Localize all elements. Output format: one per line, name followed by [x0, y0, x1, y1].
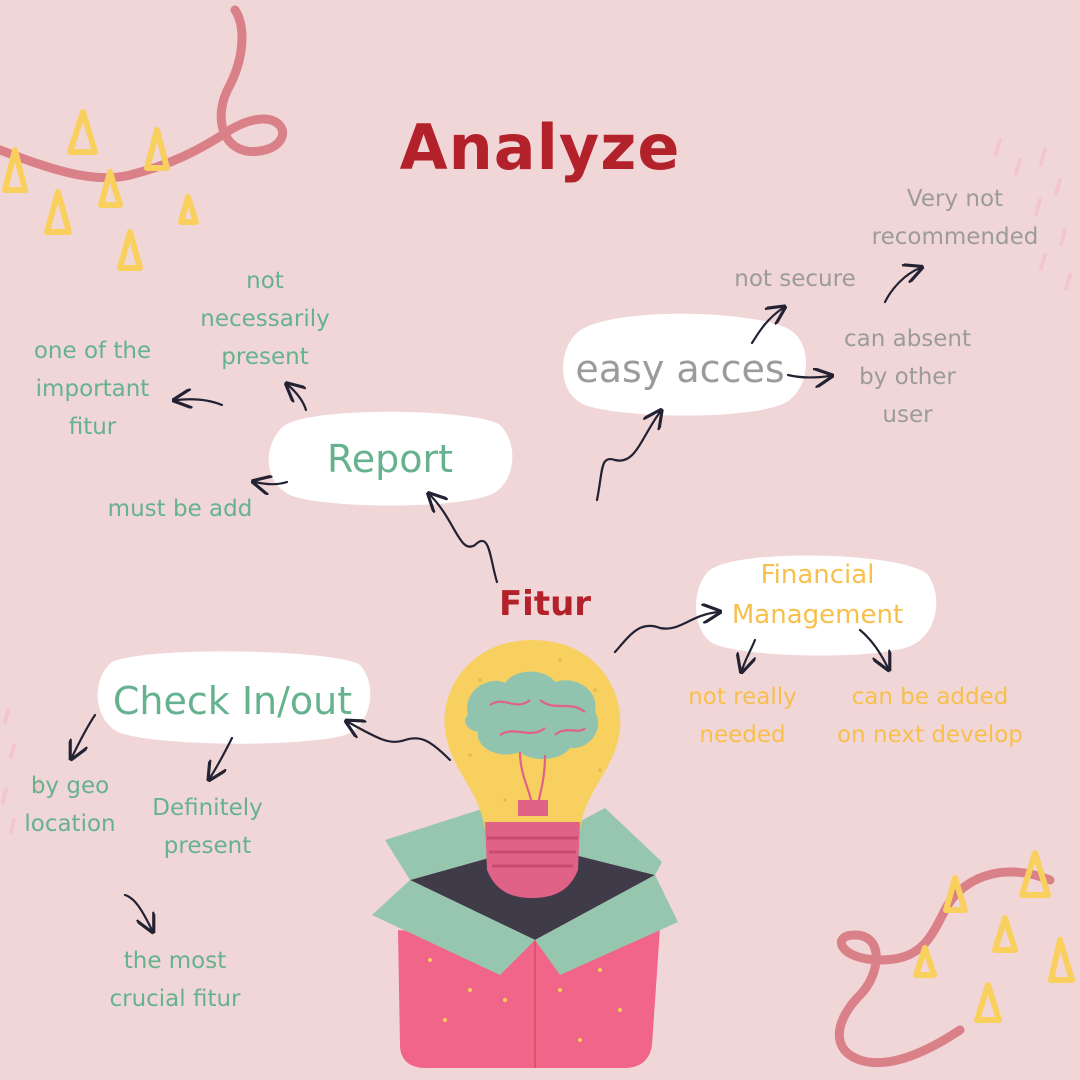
node-checkin-label: Check In/out [112, 679, 353, 723]
drop-decoration [2, 109, 199, 271]
bubble-financial [696, 555, 937, 656]
report-note-must-add: must be add [107, 496, 253, 522]
bubble-checkin [97, 651, 371, 744]
squiggle-top-left [0, 5, 288, 183]
bubble-report [268, 411, 513, 506]
financial-note-next-develop: can be added on next develop [837, 684, 1023, 748]
easy-acces-note-very-not-recommended: Very not recommended [871, 186, 1039, 250]
node-easy-acces-label: easy acces [575, 347, 785, 391]
easy-acces-note-not-secure: not secure [734, 266, 856, 292]
arrows [72, 268, 920, 930]
checkin-note-geo: by geo location [24, 773, 116, 837]
easy-acces-note-can-absent: can absent by other user [843, 326, 972, 428]
center-label: Fitur [498, 584, 592, 624]
lightbulb-brain-icon [444, 640, 621, 898]
drop-decoration [913, 850, 1075, 1023]
checkin-note-crucial: the most crucial fitur [109, 948, 241, 1012]
report-note-not-necessarily: not necessarily present [200, 268, 330, 370]
page-title: Analyze [399, 111, 681, 184]
financial-note-not-needed: not really needed [688, 684, 797, 748]
node-financial-label: Financial Management [731, 560, 904, 631]
dot-pattern [1, 138, 1072, 834]
checkin-note-definitely: Definitely present [152, 795, 263, 859]
squiggle-bottom-right [834, 867, 1055, 1068]
node-report-label: Report [327, 437, 453, 481]
report-note-important: one of the important fitur [33, 338, 152, 440]
bubble-easy-acces [563, 313, 807, 416]
